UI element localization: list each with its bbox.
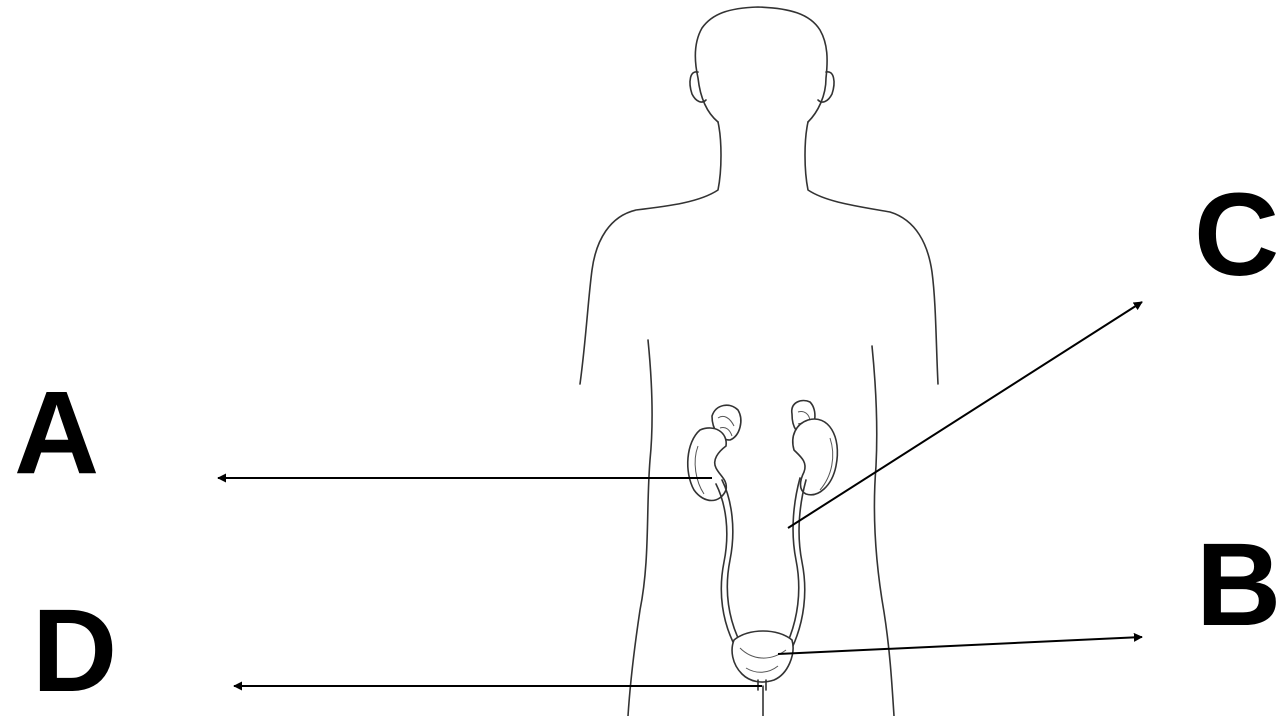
neck-and-shoulders-right (805, 122, 938, 384)
left-kidney (688, 428, 727, 501)
urinary-organs (688, 401, 838, 691)
human-body-outline (580, 7, 938, 716)
bladder (732, 631, 793, 682)
right-ureter (786, 478, 800, 646)
right-kidney (793, 419, 838, 495)
neck-and-shoulders (580, 122, 721, 384)
label-b: B (1196, 526, 1281, 644)
label-c: C (1194, 176, 1279, 294)
torso-left-side (628, 340, 652, 716)
pointer-arrow-b (778, 637, 1142, 654)
pointer-arrow-c (788, 302, 1142, 528)
label-d: D (32, 592, 117, 710)
head-outline (695, 7, 827, 122)
label-a: A (14, 374, 99, 492)
torso-right-side (872, 346, 894, 716)
